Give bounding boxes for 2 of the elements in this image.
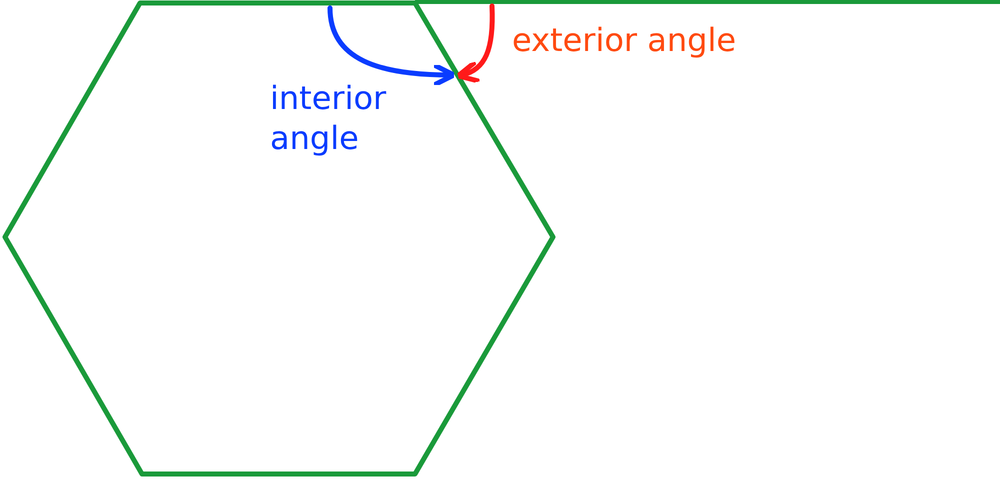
angle-label: interior angle — [270, 78, 388, 158]
angle-label: exterior angle — [512, 20, 736, 60]
